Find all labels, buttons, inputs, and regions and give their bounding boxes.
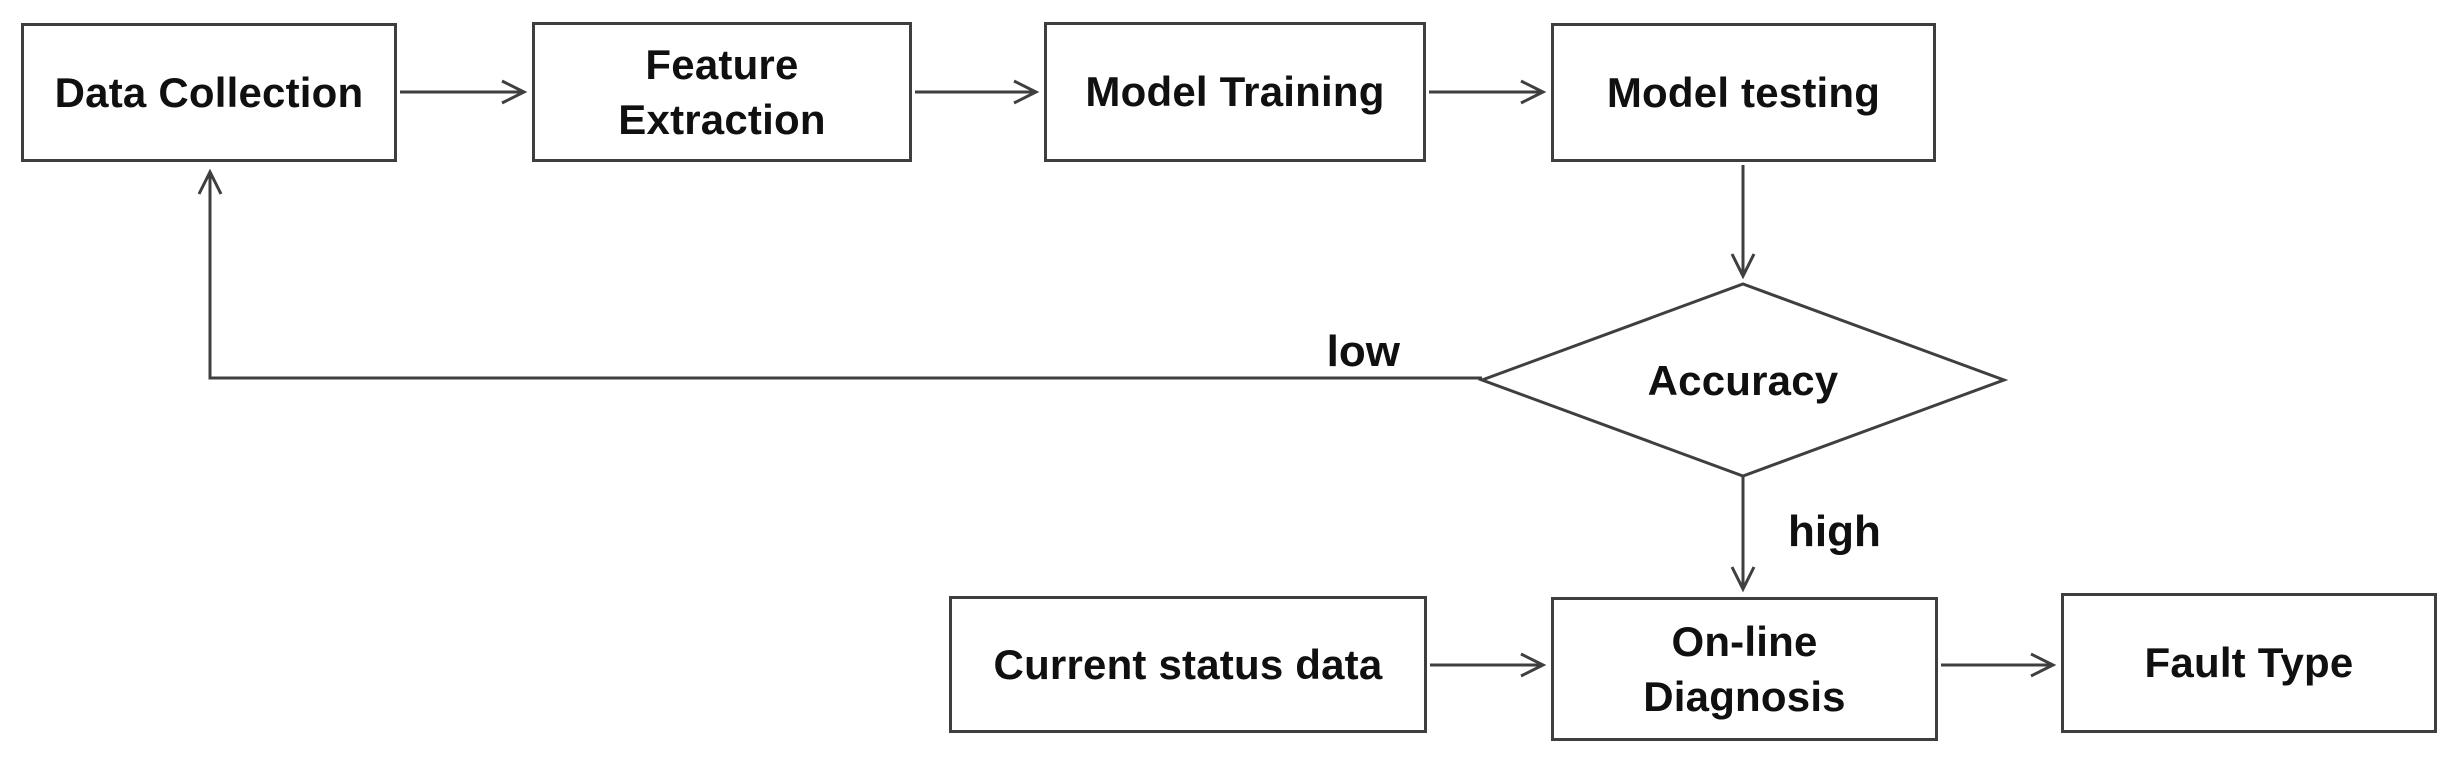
node-data-collection-label: Data Collection (54, 68, 364, 116)
node-fault-type-label: Fault Type (2144, 639, 2354, 687)
node-model-training: Model Training (1044, 22, 1426, 162)
node-fault-type: Fault Type (2061, 593, 2437, 733)
edge-accuracy-low-to-data-collection (197, 168, 1482, 380)
edge-label-low: low (1326, 327, 1400, 376)
node-model-training-label: Model Training (1085, 68, 1385, 116)
node-current-status-data-label: Current status data (993, 640, 1383, 688)
node-data-collection: Data Collection (21, 23, 397, 162)
decision-accuracy-shape (1477, 282, 2009, 478)
decision-accuracy-label: Accuracy (1647, 357, 1839, 405)
node-feature-extraction-label: Feature Extraction (618, 40, 826, 143)
node-model-testing: Model testing (1551, 23, 1936, 162)
decision-accuracy: Accuracy (1533, 351, 1953, 411)
node-model-testing-label: Model testing (1606, 68, 1881, 116)
edge-label-high: high (1788, 507, 1881, 556)
node-online-diagnosis-label: On-line Diagnosis (1643, 617, 1846, 720)
node-feature-extraction: Feature Extraction (532, 22, 912, 162)
node-online-diagnosis: On-line Diagnosis (1551, 597, 1938, 741)
node-current-status-data: Current status data (949, 596, 1427, 733)
